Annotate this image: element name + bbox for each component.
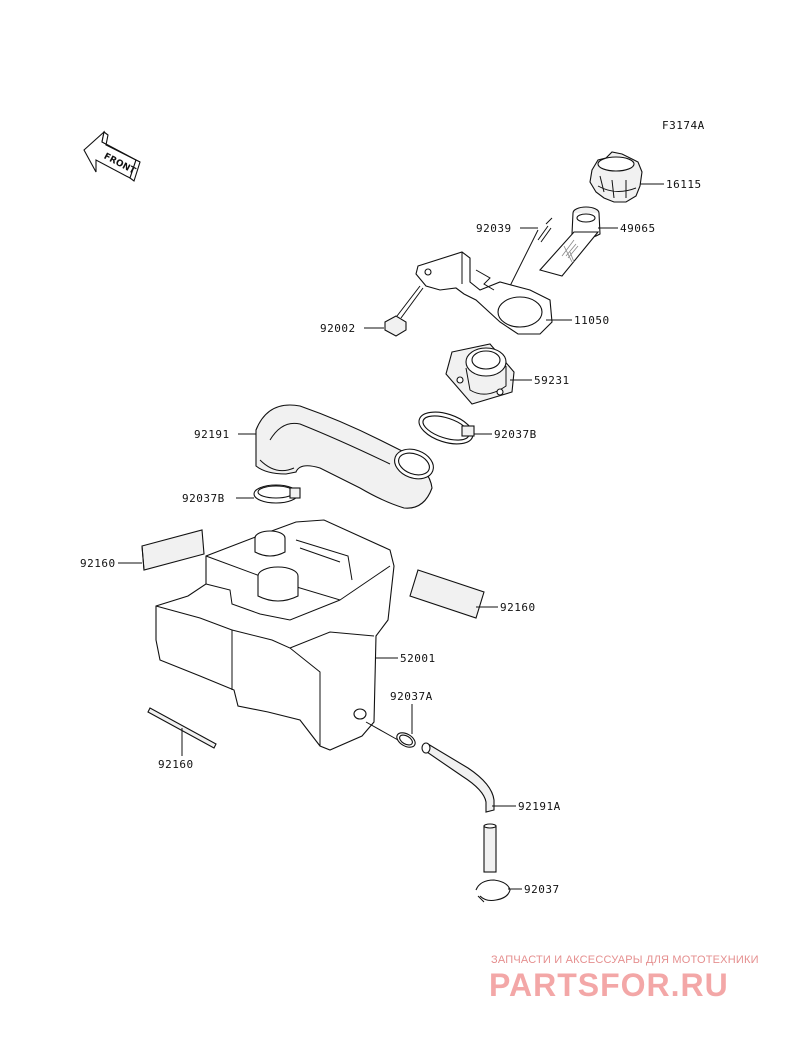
label-92160-right: 92160 xyxy=(500,601,536,614)
neck-adapter-part xyxy=(445,343,515,405)
label-92160-left: 92160 xyxy=(80,557,116,570)
filler-hose-part xyxy=(255,404,434,509)
label-49065: 49065 xyxy=(620,222,656,235)
bolt-part xyxy=(384,285,424,337)
label-92191a: 92191A xyxy=(518,800,561,813)
diagram-code: F3174A xyxy=(662,119,705,132)
label-92037b-lower: 92037B xyxy=(182,492,225,505)
label-11050: 11050 xyxy=(574,314,610,327)
fuel-tank-part xyxy=(155,519,395,751)
label-16115: 16115 xyxy=(666,178,702,191)
screw-part xyxy=(537,217,553,243)
vent-hose-part xyxy=(421,742,497,873)
leader-92037a-b xyxy=(365,721,399,741)
label-92037: 92037 xyxy=(524,883,560,896)
watermark-logo: PARTSFOR.RU xyxy=(489,967,729,1003)
pad-right-part xyxy=(409,569,485,619)
label-92037b-upper: 92037B xyxy=(494,428,537,441)
front-arrow-icon: FRONT xyxy=(83,130,141,182)
bracket-part xyxy=(415,251,553,335)
clip-part xyxy=(475,879,511,903)
filler-neck-part xyxy=(538,206,601,277)
small-clamp-part xyxy=(396,732,416,748)
label-92191: 92191 xyxy=(194,428,230,441)
label-52001: 52001 xyxy=(400,652,436,665)
fuel-cap-part xyxy=(589,151,643,203)
label-59231: 59231 xyxy=(534,374,570,387)
label-92039: 92039 xyxy=(476,222,512,235)
watermark-tagline: ЗАПЧАСТИ И АКСЕССУАРЫ ДЛЯ МОТОТЕХНИКИ xyxy=(491,954,759,966)
label-92037a: 92037A xyxy=(390,690,433,703)
label-92160-strip: 92160 xyxy=(158,758,194,771)
pad-left-part xyxy=(141,529,205,571)
label-92002: 92002 xyxy=(320,322,356,335)
upper-clamp-part xyxy=(418,411,475,445)
lower-clamp-part xyxy=(253,484,301,504)
